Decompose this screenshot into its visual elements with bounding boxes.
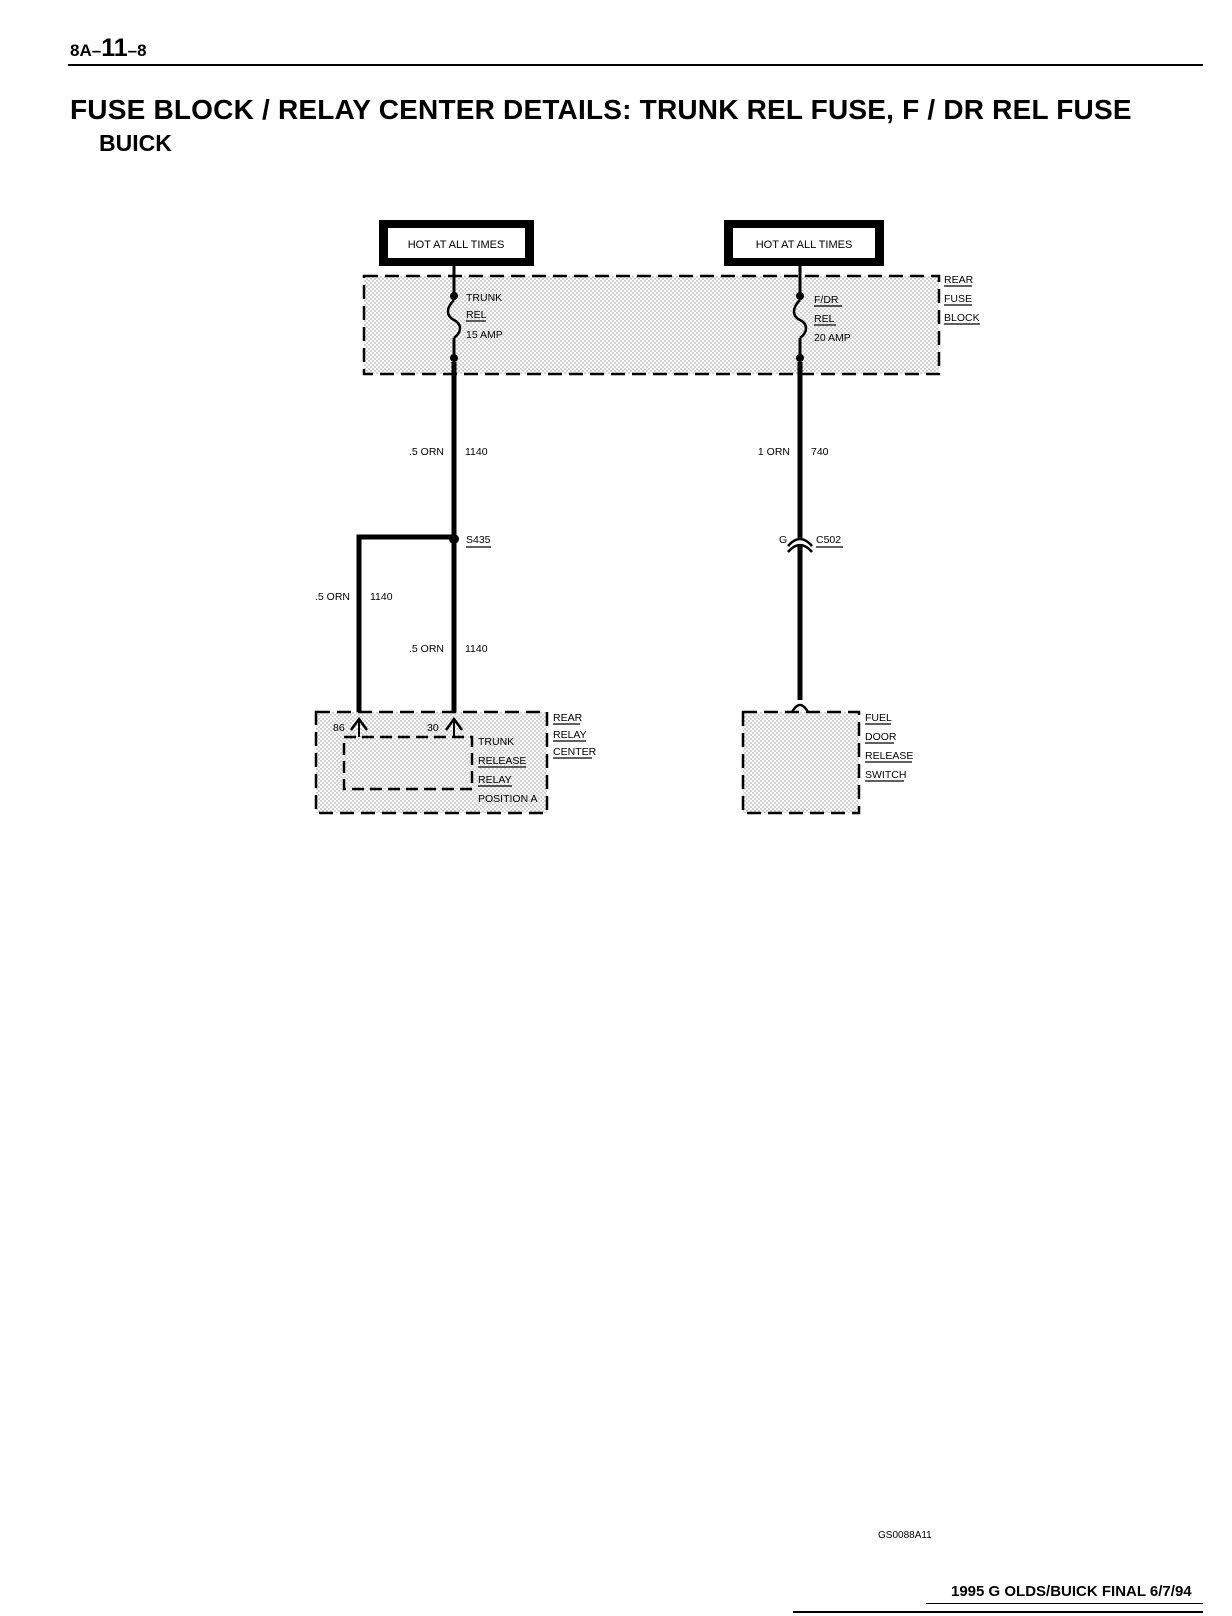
page-subtitle: BUICK (99, 130, 172, 156)
page-number-suffix: –8 (127, 41, 147, 60)
fuse-block-label-3: BLOCK (944, 312, 980, 324)
page-number-main: 11 (101, 34, 128, 62)
hot-label-left: HOT AT ALL TIMES (408, 239, 505, 251)
fuse-right-label-3: 20 AMP (814, 332, 851, 344)
fuse-right-label-2: REL (814, 313, 835, 325)
page-number-prefix: 8A– (70, 41, 102, 60)
fuse-left-label-3: 15 AMP (466, 329, 503, 341)
page-title: FUSE BLOCK / RELAY CENTER DETAILS: TRUNK… (70, 94, 1132, 125)
trunk-rel-fuse (446, 266, 462, 362)
fuse-block-label-1: REAR (944, 274, 974, 286)
branch-a-gauge: .5 ORN (315, 591, 350, 603)
connector-pin-label: G (779, 534, 787, 546)
switch-label-4: SWITCH (865, 769, 906, 781)
hot-label-right: HOT AT ALL TIMES (756, 239, 853, 251)
rear-relay-center (314, 710, 549, 815)
wire-1140-branch-a (356, 534, 454, 716)
connector-label: C502 (816, 534, 841, 546)
wire-right-circuit: 740 (811, 446, 829, 458)
footer-rule-bottom (793, 1611, 1203, 1613)
wire-right-gauge: 1 ORN (758, 446, 790, 458)
pin-86-label: 86 (333, 722, 345, 734)
wire-left-circuit: 1140 (465, 446, 488, 458)
connector-c502 (787, 537, 813, 553)
switch-label-3: RELEASE (865, 750, 913, 762)
branch-b-gauge: .5 ORN (409, 643, 444, 655)
relay-center-label-1: REAR (553, 712, 583, 724)
fuse-left-label-2: REL (466, 309, 487, 321)
fuse-block-label-2: FUSE (944, 293, 972, 305)
hot-box-right: HOT AT ALL TIMES (724, 220, 884, 266)
hot-box-left: HOT AT ALL TIMES (379, 220, 534, 266)
branch-a-circuit: 1140 (370, 591, 393, 603)
relay-center-label-2: RELAY (553, 729, 587, 741)
wire-left-gauge: .5 ORN (409, 446, 444, 458)
splice-label: S435 (466, 534, 491, 546)
header-rule (68, 64, 1203, 66)
relay-label-3: RELAY (478, 774, 512, 786)
relay-label-2: RELEASE (478, 755, 526, 767)
switch-label-2: DOOR (865, 731, 897, 743)
f-dr-rel-fuse (792, 266, 808, 362)
fuse-left-label-1: TRUNK (466, 292, 502, 304)
figure-code: GS0088A11 (878, 1530, 932, 1541)
pin-30-label: 30 (427, 722, 439, 734)
footer-text: 1995 G OLDS/BUICK FINAL 6/7/94 (951, 1583, 1192, 1600)
switch-label-1: FUEL (865, 712, 892, 724)
branch-b-circuit: 1140 (465, 643, 488, 655)
footer-rule (926, 1603, 1203, 1604)
relay-center-label-3: CENTER (553, 746, 597, 758)
page-number: 8A–11–8 (70, 34, 147, 63)
fuse-right-label-1: F/DR (814, 294, 839, 306)
fuel-door-release-switch (741, 710, 861, 815)
relay-label-4: POSITION A (478, 793, 538, 805)
relay-label-1: TRUNK (478, 736, 514, 748)
